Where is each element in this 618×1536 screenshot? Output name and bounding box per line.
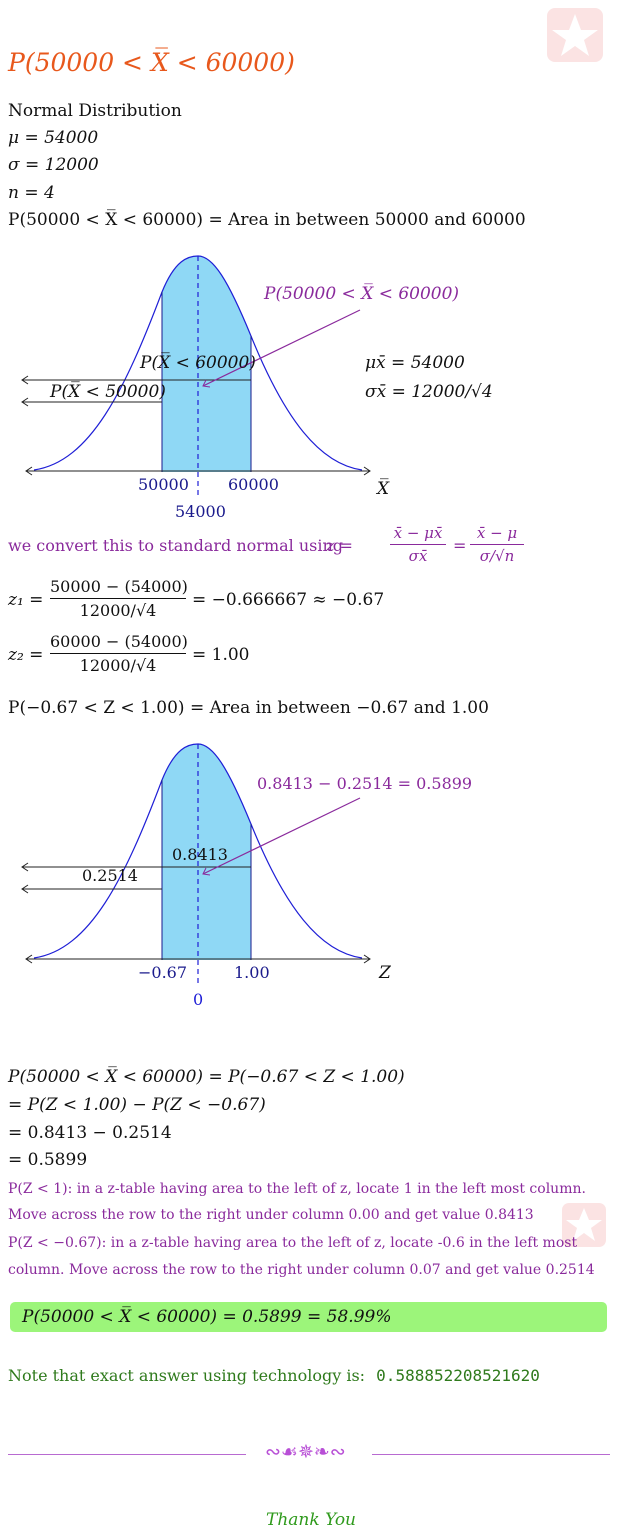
graph2-top-label: 0.8413 − 0.2514 = 0.5899 (257, 774, 472, 793)
watermark-logo-icon (562, 1203, 606, 1247)
normal-curve-graph-xbar: P(50000 < X̅ < 60000) P(X̅ < 60000) P(X̅… (21, 255, 493, 521)
result-box: P(50000 < X̅ < 60000) = 0.5899 = 58.99% (10, 1302, 607, 1332)
note-line-4: column. Move across the row to the right… (8, 1262, 595, 1278)
graph1-inner-label: P(X̅ < 60000) (139, 352, 256, 373)
tick-right-label: 60000 (228, 475, 279, 494)
convert-text: we convert this to standard normal using (8, 536, 344, 555)
step-line-2: = P(Z < 1.00) − P(Z < −0.67) (8, 1095, 266, 1115)
footer-divider-left (8, 1454, 246, 1455)
note-line-2: Move across the row to the right under c… (8, 1207, 534, 1223)
area-statement: P(50000 < X̅ < 60000) = Area in between … (8, 210, 526, 230)
exact-answer-value: 0.588852208521620 (376, 1366, 540, 1385)
convert-equals: = (453, 536, 467, 555)
z1-lhs: z₁ = (8, 590, 44, 610)
note-line-3: P(Z < −0.67): in a z-table having area t… (8, 1235, 578, 1251)
z1-fraction: 50000 − (54000) 12000/√4 (50, 577, 188, 620)
page-title: P(50000 < X̅ < 60000) (8, 48, 295, 77)
axis-label: X̅ (375, 478, 390, 499)
thank-you-text: Thank You (266, 1510, 357, 1530)
step-line-3: = 0.8413 − 0.2514 (8, 1123, 172, 1143)
shaded-area (162, 256, 251, 472)
exact-answer-text: Note that exact answer using technology … (8, 1366, 366, 1385)
n-value: n = 4 (8, 183, 55, 203)
footer-ornament-icon: ∾☙✵❧∾ (265, 1441, 346, 1463)
pointer-line (202, 309, 361, 387)
tick-right-label: 1.00 (234, 963, 270, 982)
z2-lhs: z₂ = (8, 645, 44, 665)
graph2-left-label: 0.2514 (82, 866, 138, 885)
tick-left-label: −0.67 (138, 963, 187, 982)
distribution-label: Normal Distribution (8, 101, 182, 121)
convert-fraction-1: x̄ − μx̄ σx̄ (390, 524, 446, 565)
watermark-logo-icon (547, 8, 603, 62)
tick-left-label: 50000 (138, 475, 189, 494)
pointer-line (202, 797, 361, 875)
normal-curve-graph-z: 0.8413 − 0.2514 = 0.5899 0.8413 0.2514 −… (21, 743, 472, 1009)
step-line-1: P(50000 < X̅ < 60000) = P(−0.67 < Z < 1.… (8, 1067, 405, 1087)
z2-result: = 1.00 (192, 645, 250, 665)
mu-value: μ = 54000 (8, 128, 99, 148)
tick-mid-label: 0 (193, 990, 203, 1009)
shaded-area (162, 744, 251, 960)
note-line-1: P(Z < 1): in a z-table having area to th… (8, 1181, 586, 1197)
z2-fraction: 60000 − (54000) 12000/√4 (50, 632, 188, 675)
sigma-xbar-label: σx̄ = 12000/√4 (365, 382, 493, 402)
graph1-left-label: P(X̅ < 50000) (49, 381, 166, 402)
z-area-statement: P(−0.67 < Z < 1.00) = Area in between −0… (8, 698, 489, 718)
convert-formula-lhs: z = (326, 536, 353, 555)
axis-label: Z (378, 963, 392, 983)
convert-fraction-2: x̄ − μ σ/√n (470, 524, 524, 565)
step-line-4: = 0.5899 (8, 1150, 88, 1170)
graph1-top-label: P(50000 < X̅ < 60000) (263, 283, 459, 304)
graph2-inner-label: 0.8413 (172, 845, 228, 864)
mu-xbar-label: μx̄ = 54000 (365, 353, 465, 373)
result-text: P(50000 < X̅ < 60000) = 0.5899 = 58.99% (22, 1307, 392, 1327)
footer-divider-right (372, 1454, 610, 1455)
z1-result: = −0.666667 ≈ −0.67 (192, 590, 385, 610)
exact-answer-note: Note that exact answer using technology … (8, 1366, 540, 1385)
tick-mid-label: 54000 (175, 502, 226, 521)
sigma-value: σ = 12000 (8, 155, 99, 175)
